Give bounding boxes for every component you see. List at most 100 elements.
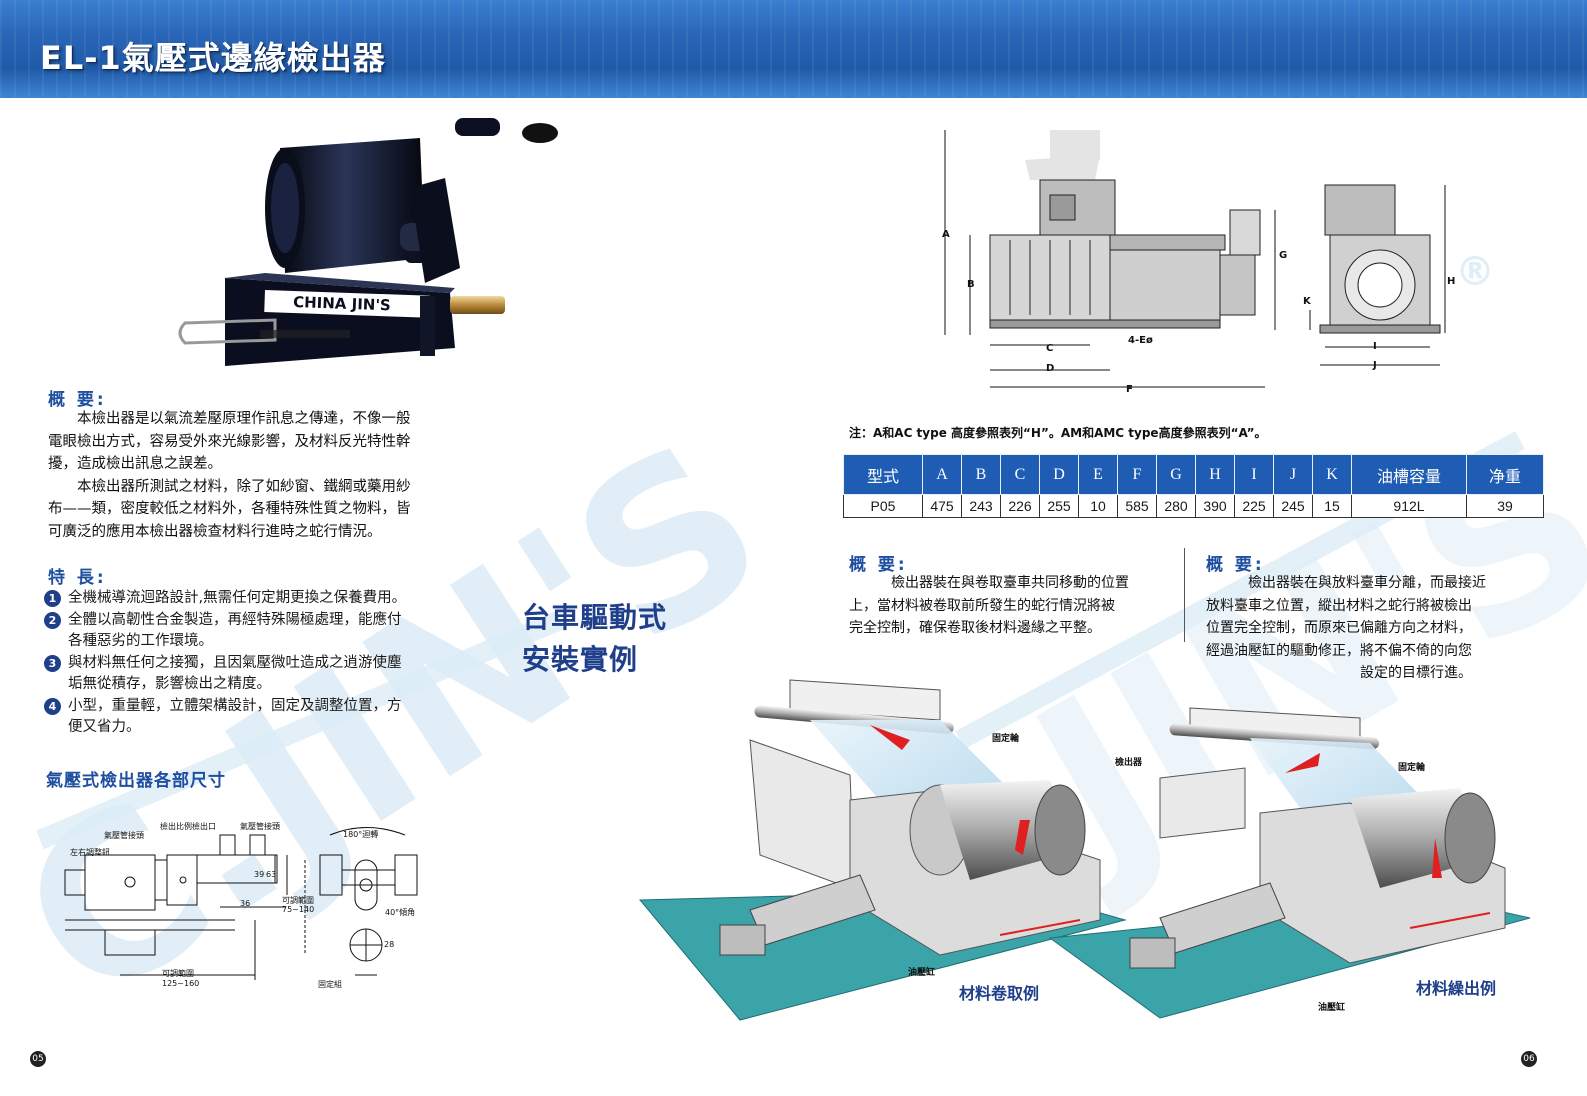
- spec-col-h: H: [1195, 454, 1235, 495]
- drawing-label-k: K: [1303, 296, 1311, 307]
- feature-item: 4 小型，重量輕，立體架構設計，固定及調整位置，方 便又省力。: [44, 696, 464, 739]
- overview-left-line: 擾，造成檢出訊息之誤差。: [48, 456, 222, 472]
- registered-mark-left: ®: [665, 509, 705, 555]
- unwinding-detector-label: 檢出器: [1115, 758, 1143, 768]
- spec-col-model: 型式: [843, 454, 923, 495]
- spec-col-tank: 油槽容量: [1351, 454, 1467, 495]
- overview-left-line: 電眼檢出方式，容易受外來光線影響，及材料反光特性幹: [48, 433, 411, 450]
- drawing-label-b: B: [967, 279, 975, 290]
- label-pipe-joint-1: 氣壓管接頭: [104, 831, 144, 840]
- spec-cell: 912L: [1351, 494, 1467, 518]
- spec-cell: 39: [1466, 494, 1544, 518]
- spec-cell: 280: [1156, 494, 1196, 518]
- label-outlet: 檢出比例檢出口: [160, 822, 216, 831]
- spec-cell: 475: [922, 494, 962, 518]
- page-number-right: 06: [1521, 1051, 1537, 1067]
- spec-col-weight: 净重: [1466, 454, 1544, 495]
- spec-col-k: K: [1312, 454, 1352, 495]
- overview-left-heading: 概 要:: [48, 390, 107, 410]
- label-rotate-180: 180°迴轉: [343, 830, 379, 839]
- feature-line: 各種惡劣的工作環境。: [68, 633, 213, 649]
- spec-col-e: E: [1078, 454, 1118, 495]
- overview-left-text: 本檢出器是以氣流差壓原理作訊息之傳達，不像一般 電眼檢出方式，容易受外來光線影響…: [48, 408, 478, 543]
- unwinding-example-caption: 材料繰出例: [1416, 979, 1497, 998]
- overview-right-heading: 概 要:: [1206, 555, 1265, 575]
- spec-col-b: B: [961, 454, 1001, 495]
- feature-number-badge: 1: [44, 590, 61, 607]
- drawing-label-a: A: [942, 229, 950, 240]
- overview-mid-heading: 概 要:: [849, 555, 908, 575]
- unwinding-cylinder-label: 油壓缸: [1318, 1003, 1346, 1013]
- product-photo: CHINA JIN'S: [178, 118, 558, 366]
- label-adjust-range-h-value: 125~160: [162, 979, 200, 988]
- drawing-label-h: H: [1447, 276, 1456, 287]
- spec-cell: 255: [1039, 494, 1079, 518]
- spec-cell: 243: [961, 494, 1001, 518]
- drawing-label-g: G: [1279, 250, 1288, 261]
- install-title-line: 安裝實例: [522, 643, 639, 676]
- spec-col-d: D: [1039, 454, 1079, 495]
- spec-cell: 245: [1273, 494, 1313, 518]
- winding-example-illustration: [638, 679, 1127, 1021]
- spec-cell: 585: [1117, 494, 1157, 518]
- winding-cylinder-label: 油壓缸: [908, 968, 936, 978]
- overview-left-line: 本檢出器所測試之材料，除了如紗窗、鐵綱或藥用紗: [48, 478, 411, 495]
- winding-fixed-roll-label: 固定輪: [992, 734, 1020, 744]
- spec-table-row: P05 475 243 226 255 10 585 280 390 225 2…: [843, 494, 1544, 518]
- label-knob: 左右調整鈕: [70, 848, 110, 857]
- feature-line: 與材料無任何之接獨，且因氣壓微吐造成之逍游使塵: [68, 654, 402, 671]
- label-dim-63: 63: [266, 870, 277, 879]
- spec-col-a: A: [922, 454, 962, 495]
- label-adjust-range-v-value: 75~140: [282, 905, 315, 914]
- spec-cell: 15: [1312, 494, 1352, 518]
- features-heading: 特 長:: [48, 568, 107, 588]
- feature-line: 小型，重量輕，立體架構設計，固定及調整位置，方: [68, 697, 402, 714]
- drawing-label-c: C: [1046, 343, 1054, 354]
- brand-text: CHINA JIN'S: [293, 293, 391, 314]
- column-divider: [1184, 548, 1185, 642]
- unwinding-fixed-roll-label: 固定輪: [1398, 763, 1426, 773]
- feature-line: 全機械導流迴路設計,無需任何定期更換之保養費用。: [68, 590, 407, 606]
- overview-left-line: 可廣泛的應用本檢出器檢查材料行進時之蛇行情況。: [48, 523, 382, 540]
- winding-example-caption: 材料卷取例: [959, 984, 1040, 1003]
- label-adjust-range-v: 可調範圍: [282, 896, 314, 905]
- spec-cell: 390: [1195, 494, 1235, 518]
- spec-cell: 10: [1078, 494, 1118, 518]
- overview-right-line: 檢出器裝在與放料臺車分離，而最接近: [1206, 575, 1486, 591]
- spec-cell: P05: [843, 494, 923, 518]
- overview-right-line: 經過油壓缸的驅動修正，將不偏不倚的向您: [1206, 642, 1472, 659]
- overview-right-line: 位置完全控制，而原來已偏離方向之材料，: [1206, 620, 1472, 636]
- features-list: 1 全機械導流迴路設計,無需任何定期更換之保養費用。 2 全體以高韌性合金製造，…: [44, 588, 464, 739]
- overview-right-text: 檢出器裝在與放料臺車分離，而最接近 放料臺車之位置，縱出材料之蛇行將被檢出 位置…: [1206, 572, 1536, 685]
- spec-col-f: F: [1117, 454, 1157, 495]
- label-tilt-40: 40°傾角: [385, 908, 416, 917]
- feature-number-badge: 4: [44, 697, 61, 715]
- drawing-label-f: F: [1126, 384, 1133, 395]
- feature-line: 垢無從積存，影響檢出之精度。: [68, 676, 271, 692]
- label-dim-39: 39: [254, 870, 265, 879]
- spec-col-g: G: [1156, 454, 1196, 495]
- drawing-label-e: 4-Eø: [1128, 335, 1153, 346]
- spec-cell: 225: [1234, 494, 1274, 518]
- feature-line: 全體以高韌性合金製造，再經特殊陽極處理，能應付: [68, 611, 402, 628]
- overview-mid-text: 檢出器裝在與卷取臺車共同移動的位置 上，當材料被卷取前所發生的蛇行情況將被 完全…: [849, 572, 1179, 640]
- feature-number-badge: 2: [44, 611, 61, 629]
- label-pipe-joint-2: 氣壓管接頭: [240, 822, 280, 831]
- spec-cell: 226: [1000, 494, 1040, 518]
- table-note: 注：A和AC type 高度參照表列“H”。AM和AMC type高度參照表列“…: [849, 426, 1267, 440]
- spec-table: 型式 A B C D E F G H I J K 油槽容量 净重 P05 475…: [843, 454, 1544, 518]
- feature-item: 3 與材料無任何之接獨，且因氣壓微吐造成之逍游使塵 垢無從積存，影響檢出之精度。: [44, 653, 464, 696]
- overview-left-line: 本檢出器是以氣流差壓原理作訊息之傳達，不像一般: [48, 411, 411, 427]
- drawing-label-j: J: [1373, 360, 1377, 371]
- page-title: EL-1氣壓式邊緣檢出器: [40, 39, 386, 77]
- overview-mid-line: 完全控制，確保卷取後材料邊緣之平整。: [849, 620, 1101, 636]
- drawing-label-d: D: [1046, 363, 1055, 374]
- overview-left-line: 布——類，密度較低之材料外，各種特殊性質之物料，皆: [48, 501, 411, 517]
- dimensions-heading: 氣壓式檢出器各部尺寸: [46, 771, 226, 791]
- label-dim-28: 28: [384, 940, 395, 949]
- install-title: 台車驅動式 安裝實例: [522, 597, 667, 681]
- spec-col-i: I: [1234, 454, 1274, 495]
- overview-right-line: 設定的目標行進。: [1206, 665, 1472, 681]
- drawing-label-i: I: [1373, 341, 1377, 352]
- small-dimension-drawing: [64, 827, 418, 980]
